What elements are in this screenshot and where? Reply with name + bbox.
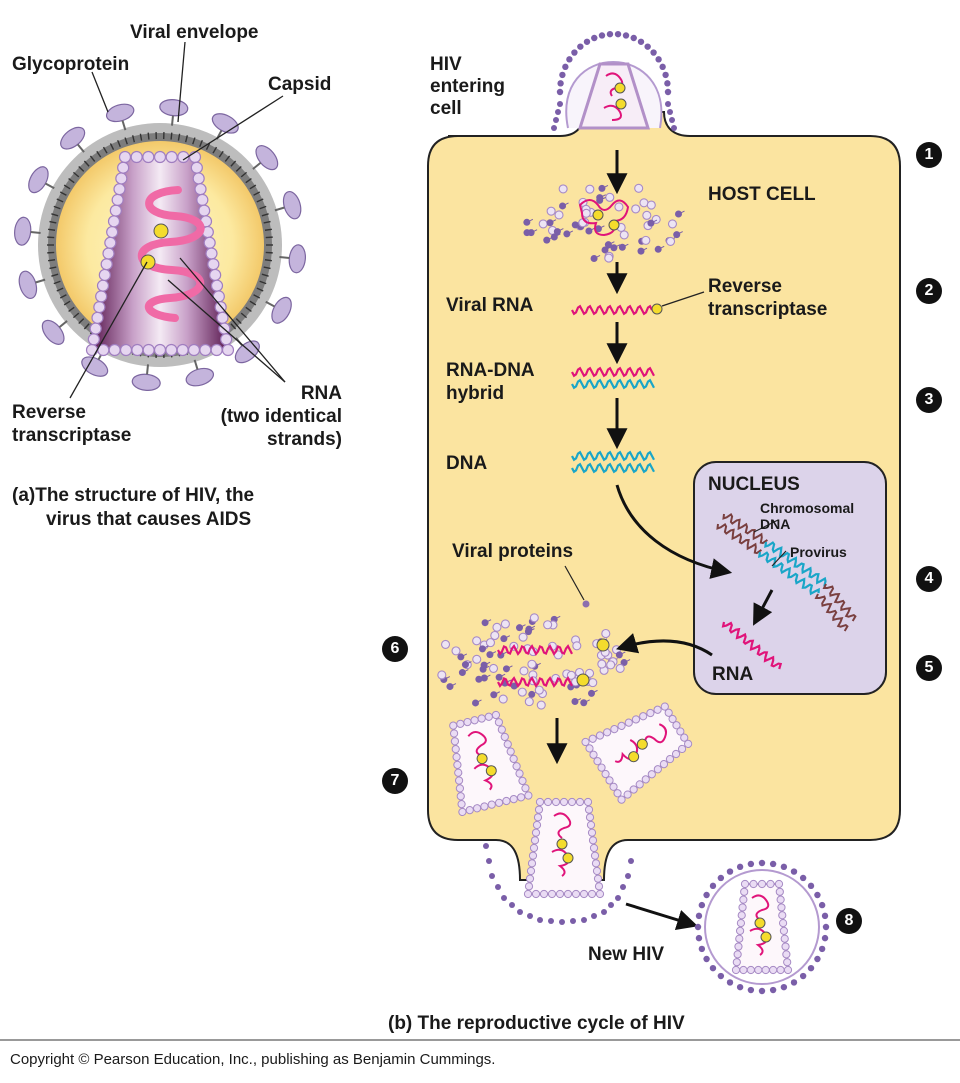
released-viral-rna — [578, 199, 630, 237]
provirus — [764, 541, 827, 587]
label-rna-a3: strands) — [267, 429, 342, 450]
assembling-virion — [449, 710, 533, 817]
label-rna-a2: (two identical — [220, 406, 342, 427]
label-chromosomal-dna-1: Chromosomal — [760, 500, 855, 516]
copyright-notice: Copyright © Pearson Education, Inc., pub… — [10, 1051, 496, 1068]
provirus — [757, 551, 820, 596]
chromosomal-dna — [716, 522, 762, 555]
label-reverse-transcriptase-a2: transcriptase — [12, 425, 132, 446]
label-rna-b: RNA — [712, 664, 754, 685]
step-marker-2: 2 — [916, 278, 942, 304]
reverse-transcriptase-enzyme — [651, 303, 663, 315]
label-reverse-transcriptase-b1: Reverse — [708, 276, 782, 297]
label-viral-envelope: Viral envelope — [130, 22, 259, 43]
chromosomal-dna — [822, 583, 857, 622]
label-new-hiv: New HIV — [588, 944, 665, 965]
hybrid-rna-strand — [571, 366, 655, 378]
caption-b: (b) The reproductive cycle of HIV — [388, 1013, 685, 1034]
label-glycoprotein: Glycoprotein — [12, 54, 130, 75]
step-marker-8: 8 — [836, 908, 862, 934]
new-hiv-virion — [694, 859, 830, 995]
step-marker-5: 5 — [916, 655, 942, 681]
caption-a-line1: (a)The structure of HIV, the — [12, 485, 255, 506]
step-marker-4: 4 — [916, 566, 942, 592]
viral-rna-strands — [137, 186, 205, 322]
reverse-transcriptase-enzyme — [153, 223, 169, 239]
virion-structure — [14, 99, 306, 391]
glycoprotein-spikes — [14, 99, 306, 391]
label-provirus: Provirus — [790, 544, 847, 560]
step-marker-6: 6 — [382, 636, 408, 662]
caption-a-line2: virus that causes AIDS — [46, 509, 252, 530]
reverse-transcriptase-enzyme — [140, 254, 156, 270]
assembling-virion — [581, 702, 693, 804]
label-host-cell: HOST CELL — [708, 184, 816, 205]
chromosomal-dna — [814, 593, 849, 632]
label-hiv-entering-1: HIV — [430, 54, 462, 75]
budding-membrane — [483, 843, 634, 925]
viral-rna-strand — [571, 304, 653, 316]
label-rna-dna-hybrid-2: hybrid — [446, 383, 505, 404]
entering-virion — [551, 30, 677, 131]
label-nucleus: NUCLEUS — [708, 474, 800, 495]
process-arrows — [546, 150, 774, 931]
hybrid-dna-strand — [571, 378, 655, 390]
step-marker-7: 7 — [382, 768, 408, 794]
label-rna-a1: RNA — [300, 383, 342, 404]
dna-strand — [571, 462, 655, 474]
label-viral-proteins: Viral proteins — [452, 541, 574, 562]
label-hiv-entering-2: entering — [430, 76, 505, 97]
panel-a-leader-lines — [69, 41, 286, 399]
label-hiv-entering-3: cell — [430, 98, 462, 119]
dna-strand — [571, 450, 655, 462]
label-reverse-transcriptase-b2: transcriptase — [708, 299, 828, 320]
label-viral-rna: Viral RNA — [446, 295, 534, 316]
label-reverse-transcriptase-a1: Reverse — [12, 402, 86, 423]
step-marker-1: 1 — [916, 142, 942, 168]
step-marker-3: 3 — [916, 387, 942, 413]
budding-virion — [523, 797, 605, 899]
transcribed-rna — [721, 621, 783, 670]
uncoating-particles — [523, 183, 685, 263]
label-rna-dna-hybrid-1: RNA-DNA — [446, 360, 535, 381]
label-chromosomal-dna-2: DNA — [760, 516, 791, 532]
label-dna: DNA — [446, 453, 488, 474]
chromosomal-dna — [722, 512, 768, 545]
label-capsid: Capsid — [268, 74, 332, 95]
